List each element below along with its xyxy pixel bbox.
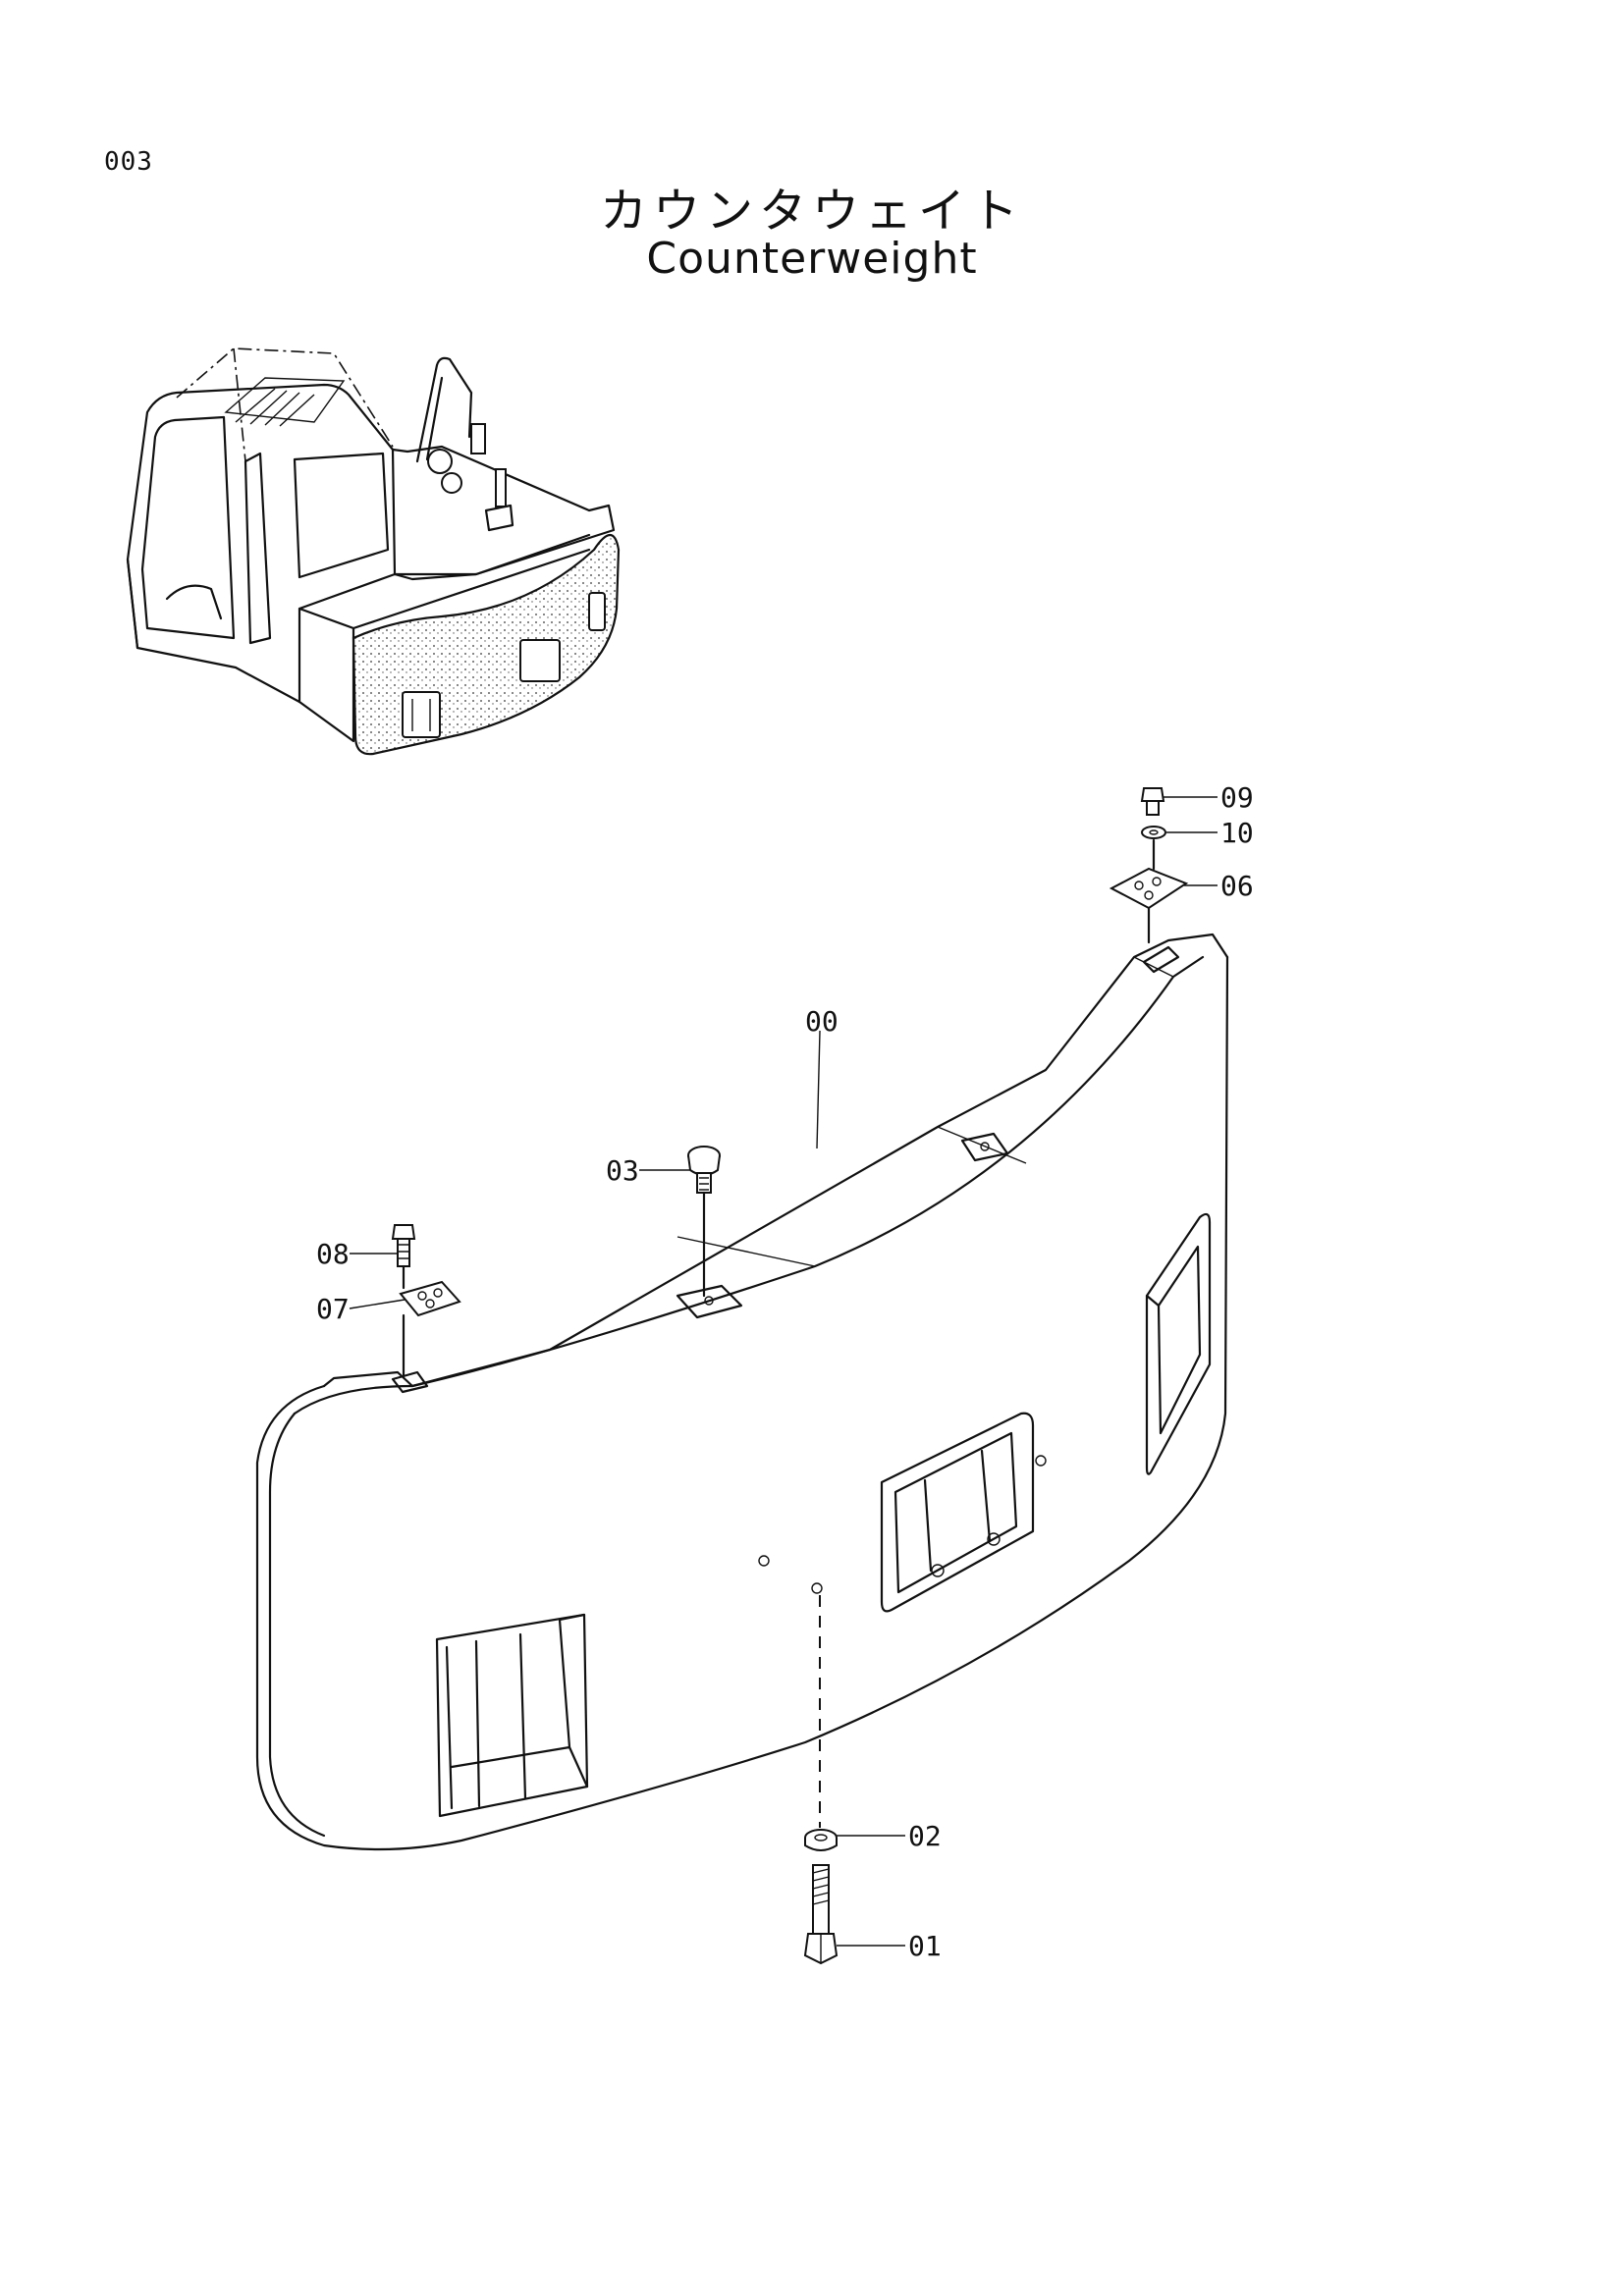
part-10-washer [1141,826,1166,871]
part-02-washer [804,1595,838,1851]
callout-08: 08 [316,1238,350,1270]
part-06-plate [1109,867,1189,944]
counterweight-opening-left [435,1613,589,1818]
callout-02: 02 [908,1820,942,1852]
title-japanese: カウンタウェイト [599,184,1024,239]
callout-leaders [349,796,1218,1947]
counterweight-opening-right [1145,1212,1212,1475]
counterweight-body [255,933,1229,1851]
callout-03: 03 [606,1154,639,1187]
callout-07: 07 [316,1293,350,1325]
callout-06: 06 [1220,870,1254,902]
callout-09: 09 [1220,781,1254,814]
callout-10: 10 [1220,817,1254,849]
counterweight-holes [758,1455,1047,1594]
title-english: Counterweight [646,234,978,284]
part-03-eye-bolt [687,1146,721,1298]
counterweight-opening-center [880,1412,1035,1613]
part-09-bolt [1140,787,1165,816]
excavator-overview-illustration [126,347,621,756]
callout-01: 01 [908,1930,942,1962]
callout-00: 00 [805,1005,839,1038]
part-01-bolt [803,1864,839,1965]
page-number: 003 [104,147,153,177]
part-08-bolt [391,1224,416,1290]
part-07-plate [399,1280,461,1378]
